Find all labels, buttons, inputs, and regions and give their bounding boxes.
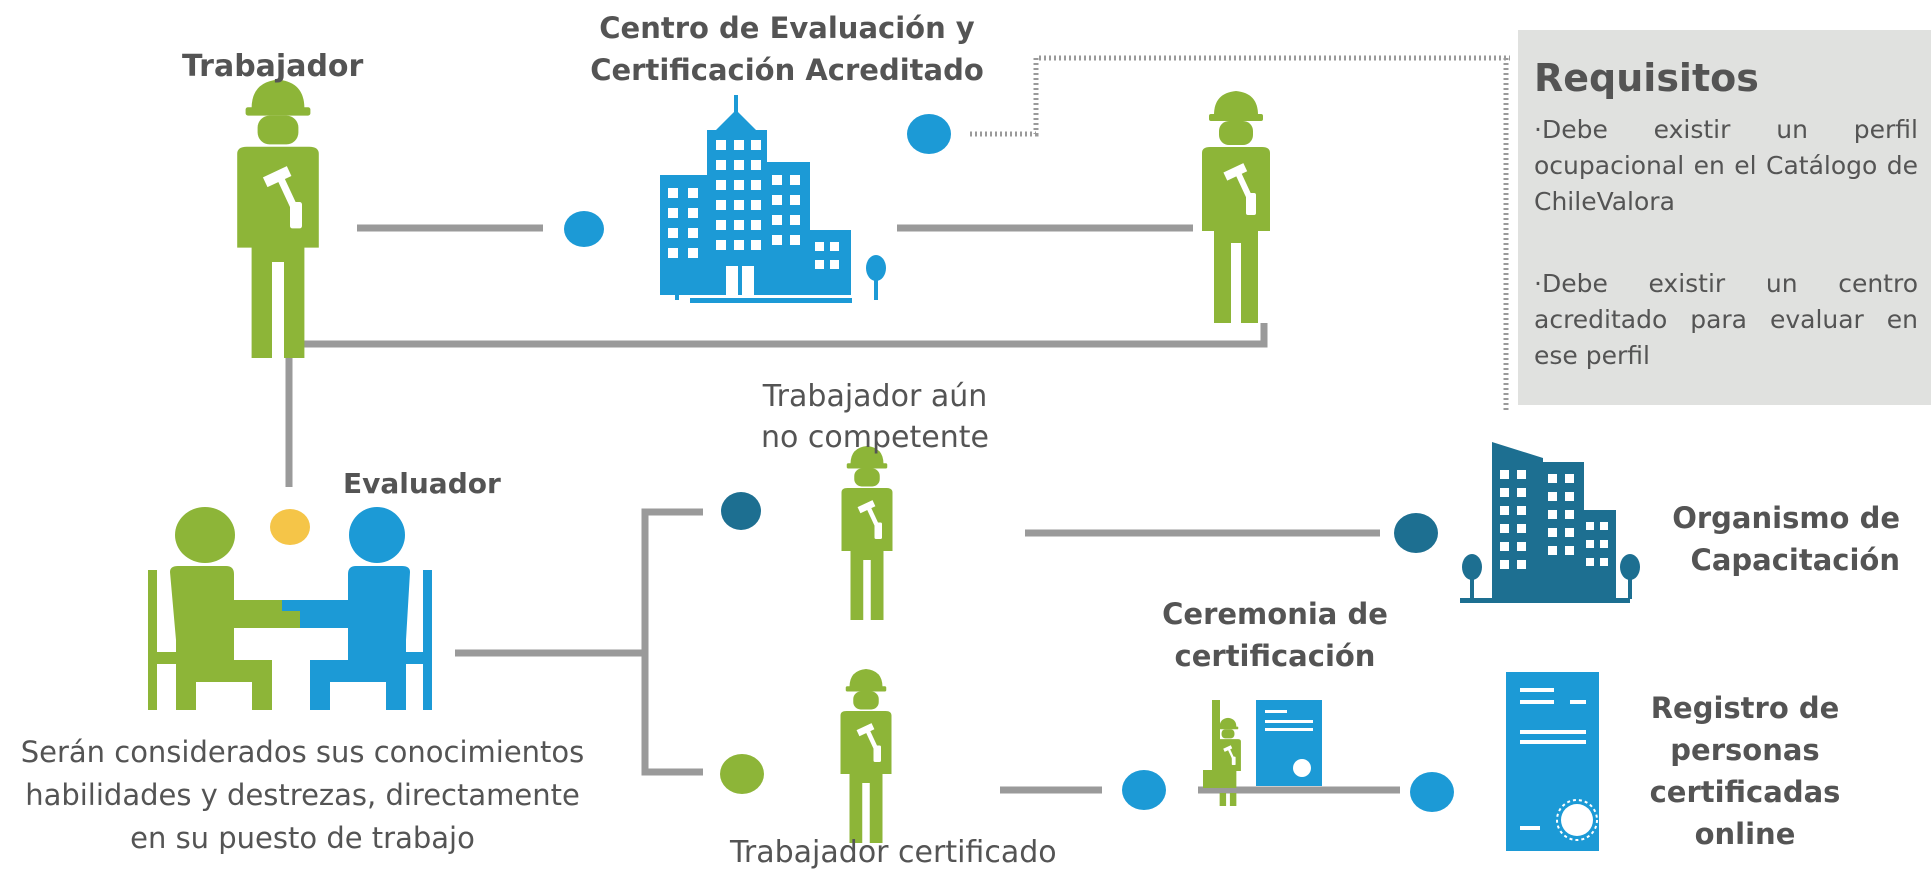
evaluador-label: Evaluador <box>343 467 501 500</box>
registro-label-line1: Registro de <box>1650 691 1840 725</box>
dot-green <box>720 754 764 794</box>
registro-label-line3: certificadas <box>1649 775 1841 809</box>
organismo-label-line2: Capacitación <box>1690 543 1900 577</box>
worker-icon <box>237 79 319 358</box>
ceremonia-label-line2: certificación <box>1174 639 1376 673</box>
dot-dark-blue <box>1394 513 1438 553</box>
evaluacion-description-line3: en su puesto de trabajo <box>130 821 475 855</box>
organismo-label-line1: Organismo de <box>1672 501 1900 535</box>
evaluation-meeting-icon <box>148 507 432 710</box>
registro-label-line2: personas <box>1670 733 1820 767</box>
certificado-label: Trabajador certificado <box>730 835 1057 870</box>
requisitos-panel <box>1518 30 1931 405</box>
dot-yellow <box>270 509 310 545</box>
certificate-document-icon <box>1506 672 1599 851</box>
building-icon <box>660 95 886 303</box>
requisito-item: ·Debe existir un perfil ocupacional en e… <box>1534 115 1918 216</box>
building-icon <box>1460 442 1640 603</box>
ceremonia-label-line1: Ceremonia de <box>1162 597 1388 631</box>
registro-label-line4: online <box>1694 817 1796 851</box>
centro-label-line2: Certificación Acreditado <box>590 53 984 87</box>
evaluacion-description-line2: habilidades y destrezas, directamente <box>25 778 580 812</box>
line-split-branches <box>641 508 703 776</box>
no-competente-label-line2: no competente <box>761 420 989 455</box>
no-competente-label-line1: Trabajador aún <box>762 379 988 414</box>
requisitos-title: Requisitos <box>1534 56 1759 100</box>
evaluacion-description-line1: Serán considerados sus conocimientos <box>20 735 585 769</box>
line-trabajador-evaluador <box>285 323 1268 487</box>
requisito-item: ·Debe existir un centro acreditado para … <box>1534 269 1918 370</box>
centro-label-line1: Centro de Evaluación y <box>599 11 975 45</box>
dot-blue <box>907 114 951 154</box>
dot-dark-blue <box>721 492 761 530</box>
dot-blue <box>564 211 604 247</box>
trabajador-label: Trabajador <box>182 49 364 84</box>
ceremony-icon <box>1200 700 1370 806</box>
dotted-connector <box>970 55 1510 410</box>
worker-icon <box>841 446 893 620</box>
connector-lines <box>285 224 1400 794</box>
dot-blue <box>1410 772 1454 812</box>
connector-dots <box>270 114 1454 812</box>
worker-icon <box>1202 91 1270 323</box>
worker-icon <box>840 669 892 843</box>
dot-blue <box>1122 770 1166 810</box>
